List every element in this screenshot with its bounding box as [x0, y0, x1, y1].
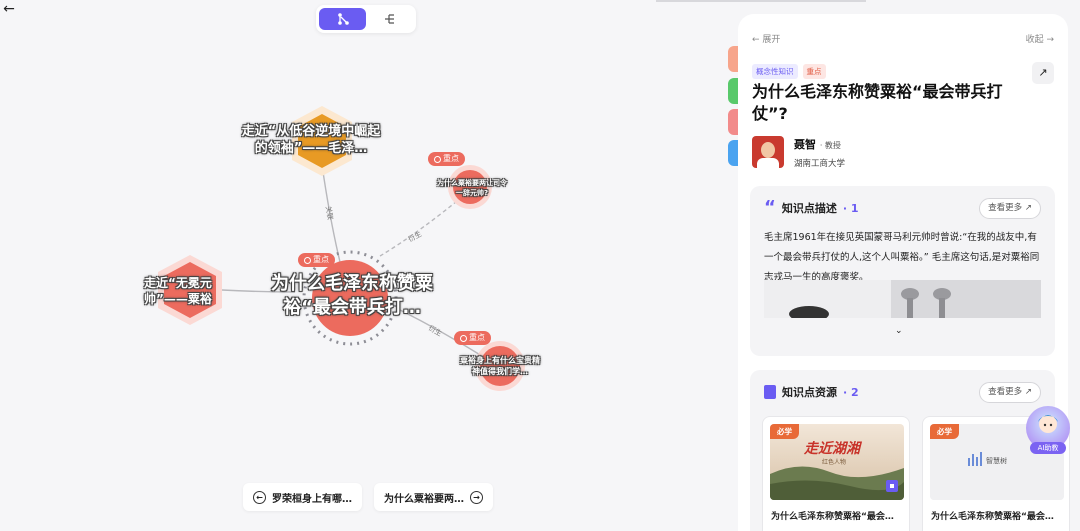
must-learn-badge: 必学: [770, 424, 799, 439]
resources-more-button[interactable]: 查看更多 ↗: [979, 382, 1041, 403]
next-node-label: 为什么粟裕要两…: [384, 493, 464, 505]
prev-node-button[interactable]: ← 罗荣桓身上有哪…: [243, 483, 362, 511]
tag-dot-icon: [460, 334, 467, 342]
ai-assistant-button[interactable]: AI助教: [1026, 406, 1072, 456]
chip-row: 概念性知识 重点: [752, 64, 826, 79]
graph-view-icon: [337, 13, 349, 25]
detail-panel: ← 展开 收起 → 概念性知识 重点 ↗ 为什么毛泽东称赞粟裕“最会带兵打仗”?…: [738, 14, 1070, 531]
center-node-label[interactable]: 为什么毛泽东称赞粟裕“最会带兵打…: [271, 273, 433, 318]
description-more-button[interactable]: 查看更多 ↗: [979, 198, 1041, 219]
center-tag-badge: 重点: [298, 253, 335, 267]
open-external-icon[interactable]: ↗: [1032, 62, 1054, 84]
edge-right-top: [379, 191, 469, 257]
right-bottom-node-label[interactable]: 粟裕身上有什么宝贵精神值得我们学…: [460, 356, 540, 376]
description-photo: [764, 280, 1041, 318]
next-node-button[interactable]: 为什么粟裕要两… →: [374, 483, 493, 511]
tree-view-button[interactable]: [366, 8, 413, 30]
avatar: [752, 136, 784, 168]
side-tab-3[interactable]: [728, 109, 738, 135]
resources-count: · 2: [843, 385, 859, 399]
side-tab-1[interactable]: [728, 46, 738, 72]
right-top-tag-badge: 重点: [428, 152, 465, 166]
back-arrow-icon[interactable]: ←: [3, 1, 15, 17]
center-tag-text: 重点: [313, 255, 329, 264]
left-node-shape[interactable]: [164, 262, 216, 318]
arrow-right-icon: →: [470, 490, 483, 504]
author-role: · 教授: [819, 141, 841, 150]
resource-card-1[interactable]: 必学 走近湖湘 红色人物 为什么毛泽东称赞粟裕“最会…: [762, 416, 910, 531]
description-text: 毛主席1961年在接见英国蒙哥马利元帅时曾说:“在我的战友中,有一个最会带兵打仗…: [764, 232, 1040, 283]
tree-view-icon: [384, 14, 394, 24]
must-learn-badge: 必学: [930, 424, 959, 439]
chip-key: 重点: [802, 64, 826, 79]
right-top-node-shape[interactable]: [453, 170, 487, 204]
author-name-row: 聂智 · 教授: [794, 136, 845, 152]
chevron-down-icon[interactable]: ⌄: [895, 326, 903, 336]
description-heading: “ 知识点描述 · 1: [764, 197, 859, 218]
resources-card: 知识点资源 · 2 查看更多 ↗ 必学 走近湖湘 红色人物 为什么毛泽东称赞粟裕…: [750, 370, 1070, 531]
prev-node-label: 罗荣桓身上有哪…: [272, 493, 352, 505]
resources-title: 知识点资源: [782, 386, 837, 399]
top-node-label[interactable]: 走近“从低谷逆境中崛起的领袖”——毛泽…: [241, 124, 381, 156]
ai-assistant-label: AI助教: [1030, 442, 1066, 454]
author-university: 湖南工商大学: [794, 159, 846, 169]
description-count: · 1: [842, 201, 859, 215]
chip-concept: 概念性知识: [752, 64, 798, 79]
description-title: 知识点描述: [781, 202, 837, 215]
author-block: 聂智 · 教授 湖南工商大学: [752, 136, 845, 169]
center-node-ring: [302, 250, 398, 346]
document-icon: [764, 385, 776, 399]
view-toggle[interactable]: [316, 5, 416, 33]
thumbnail-title-1: 走近湖湘: [804, 441, 860, 457]
knowledge-graph-canvas[interactable]: ←: [0, 0, 866, 531]
graph-view-button[interactable]: [319, 8, 366, 30]
center-node-shape[interactable]: [312, 260, 388, 336]
resource-thumbnail-1: 走近湖湘 红色人物: [770, 424, 904, 500]
description-card: “ 知识点描述 · 1 查看更多 ↗ 毛主席1961年在接见英国蒙哥马利元帅时曾…: [750, 186, 1055, 356]
top-node-shape[interactable]: [298, 114, 346, 168]
edge-left: [221, 289, 296, 293]
right-bottom-node-shape[interactable]: [480, 346, 520, 386]
author-name: 聂智: [794, 138, 816, 151]
resources-heading: 知识点资源 · 2: [764, 384, 859, 400]
collapse-link[interactable]: 收起 →: [1025, 35, 1054, 45]
tag-dot-icon: [304, 256, 311, 264]
left-node-label[interactable]: 走近“无冕元帅”——粟裕: [144, 276, 212, 306]
resource-title-1: 为什么毛泽东称赞粟裕“最会…: [771, 512, 894, 522]
right-top-node-label[interactable]: 为什么粟裕要两让司令一辞元帅?: [437, 179, 507, 197]
arrow-left-icon: ←: [253, 490, 266, 504]
right-bottom-tag-text: 重点: [469, 333, 485, 342]
divider: [656, 0, 866, 2]
quote-icon: “: [764, 197, 776, 218]
graph-svg: [158, 106, 525, 391]
side-tab-2[interactable]: [728, 78, 738, 104]
side-tab-4[interactable]: [728, 140, 738, 166]
thumbnail-subtitle-1: 红色人物: [822, 459, 847, 466]
right-top-tag-text: 重点: [443, 154, 459, 163]
panel-title: 为什么毛泽东称赞粟裕“最会带兵打仗”?: [752, 82, 1003, 123]
thumbnail-title-2: 智慧树: [986, 457, 1007, 465]
panel-header: ← 展开 收起 →: [752, 32, 1054, 46]
edge-right-bottom: [399, 309, 483, 357]
tag-dot-icon: [434, 155, 441, 163]
resource-title-2: 为什么毛泽东称赞粟裕“最会…: [931, 512, 1054, 522]
expand-link[interactable]: ← 展开: [752, 35, 781, 45]
right-bottom-tag-badge: 重点: [454, 331, 491, 345]
